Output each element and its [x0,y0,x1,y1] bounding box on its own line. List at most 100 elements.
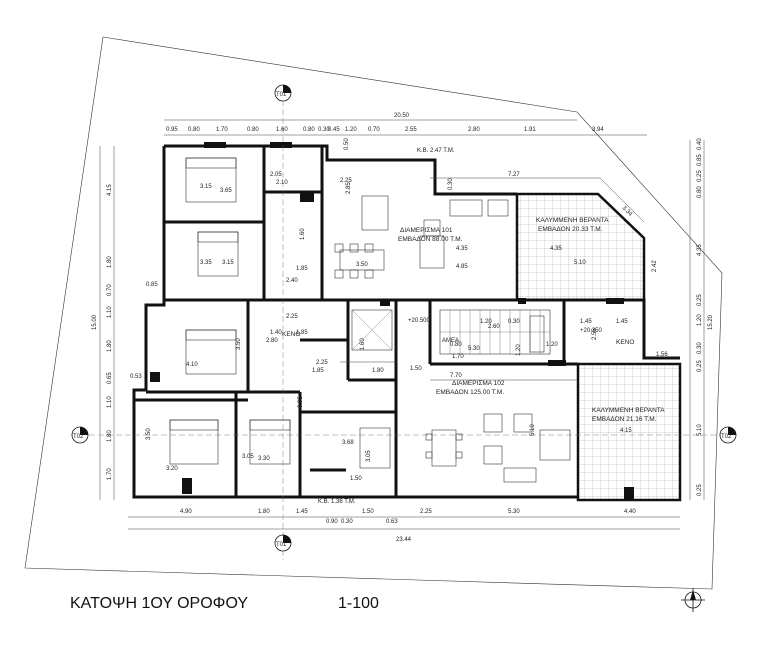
dim-left-1: 1.80 [107,256,113,268]
dim-chain-left: 4.15 1.80 0.70 1.10 1.80 0.65 1.10 1.80 … [107,184,113,480]
storage-top-label: Κ.Β. 2.47 Τ.Μ. [417,148,455,154]
dim-chain-right: 0.40 0.85 0.25 0.80 4.35 0.25 1.20 0.30 … [697,138,703,496]
apartment-102-area: ΕΜΒΑΔΟΝ 125.00 Τ.Μ. [436,389,504,396]
north-arrow-icon [681,588,705,612]
dim-int-19: 2.80 [266,338,278,344]
dim-right-0: 0.40 [697,138,703,150]
dim-right-7: 0.30 [697,342,703,354]
dim-int-7: 4.35 [456,246,468,252]
dim-top-1: 0.80 [188,127,200,133]
apartment-101-name: ΔΙΑΜΕΡΙΣΜΑ 101 [400,227,453,234]
dim-int-31: 0.53 [130,374,142,380]
dim-right-overall: 15.20 [708,314,714,330]
dim-bottom-8: 5.30 [508,509,520,515]
dim-int-47: 0.95 [298,396,304,408]
dim-int-40: 3.50 [146,428,152,440]
dim-int-30: 4.10 [186,362,198,368]
dim-int-24: 1.45 [616,319,628,325]
dim-int-10: 4.35 [550,246,562,252]
dimension-lines [99,119,705,530]
dim-top-4: 1.60 [276,127,288,133]
stair [439,309,551,355]
dim-int-49: 2.42 [652,260,658,272]
dim-right-3: 0.80 [697,186,703,198]
dim-int-6: 7.27 [508,172,520,178]
dim-int-42: 3.05 [242,454,254,460]
dim-int-54: 1.20 [516,344,522,356]
dim-int-39: 4.15 [620,428,632,434]
dim-int-16: 0.85 [146,282,158,288]
dim-right-9: 5.10 [697,424,703,436]
dim-int-38: 5.10 [530,424,536,436]
dim-int-41: 3.20 [166,466,178,472]
dim-int-32: 1.85 [312,368,324,374]
dim-int-29: 3.50 [236,338,242,350]
dim-bottom-4: 0.30 [341,519,353,525]
dim-int-55: 0.50 [344,138,350,150]
interior-walls [134,146,566,497]
dim-int-27: 1.70 [452,354,464,360]
dim-right-1: 0.85 [697,154,703,166]
dim-int-21: 0.30 [508,319,520,325]
dim-top-5: 0.80 [303,127,315,133]
dim-top-2: 1.70 [216,127,228,133]
plot-boundary [24,36,723,590]
dim-left-0: 4.15 [107,184,113,196]
dim-bottom-6: 0.63 [386,519,398,525]
section-label-bottom: T01 [276,542,287,548]
dim-bottom-9: 4.40 [624,509,636,515]
dim-int-50: 0.30 [448,178,454,190]
dim-int-28: 1.50 [410,366,422,372]
wall-west [132,146,578,499]
dim-int-3: 2.05 [270,172,282,178]
section-marker-right: T02 [719,426,737,444]
dim-int-45: 3.05 [366,450,372,462]
dim-top-0: 0.95 [166,127,178,133]
dim-int-4: 2.25 [340,178,352,184]
veranda-top-name: ΚΑΛΥΜΜΕΝΗ ΒΕΡΑΝΤΑ [536,217,609,224]
dim-left-5: 0.65 [107,372,113,384]
dim-int-20: 1.85 [296,330,308,336]
dim-chain-bottom: 4.90 1.80 1.45 0.90 0.30 1.50 0.63 2.25 … [180,509,636,525]
dim-int-36: 7.70 [450,373,462,379]
dim-top-overall: 20.50 [394,113,410,119]
dim-bottom-3: 0.90 [326,519,338,525]
dim-int-17: 2.25 [286,314,298,320]
dim-left-6: 1.10 [107,396,113,408]
section-marker-left: T02 [71,426,720,444]
dim-bottom-7: 2.25 [420,509,432,515]
dim-top-7: 0.45 [328,127,340,133]
dim-int-1: 3.65 [220,188,232,194]
wall-east-upper [517,298,680,360]
structural-columns [150,142,634,499]
void-left-label: ΚΕΝΟ [282,331,300,338]
dim-right-2: 0.25 [697,170,703,182]
dim-int-25: 1.56 [656,352,668,358]
veranda-top-area: ΕΜΒΑΔΟΝ 20.33 Τ.Μ. [538,226,603,233]
dim-top-3: 0.80 [247,127,259,133]
dim-left-3: 1.10 [107,306,113,318]
dim-int-18: 1.40 [270,330,282,336]
dim-int-34: 1.80 [372,368,384,374]
dim-top-8: 1.20 [345,127,357,133]
lift-shaft [351,309,393,351]
dim-left-7: 1.80 [107,430,113,442]
section-marker-bottom: T01 [274,534,292,552]
dim-int-5: 2.85 [346,182,352,194]
dim-right-4: 4.35 [697,244,703,256]
dim-bottom-1: 1.80 [258,509,270,515]
building-outline [164,144,517,196]
dim-left-2: 0.70 [107,284,113,296]
dim-int-46: 1.50 [350,476,362,482]
storage-bottom-label: Κ.Β. 1.36 Τ.Μ. [318,499,356,505]
dim-int-0: 3.15 [200,184,212,190]
dim-top-10: 2.55 [405,127,417,133]
dim-int-44: 3.68 [342,440,354,446]
dim-int-52: 2.55 [592,328,598,340]
dim-right-10: 0.25 [697,484,703,496]
dim-int-2: 2.10 [276,180,288,186]
dim-right-8: 0.25 [697,360,703,372]
dim-int-43: 3.30 [258,456,270,462]
dim-int-12: 3.35 [200,260,212,266]
